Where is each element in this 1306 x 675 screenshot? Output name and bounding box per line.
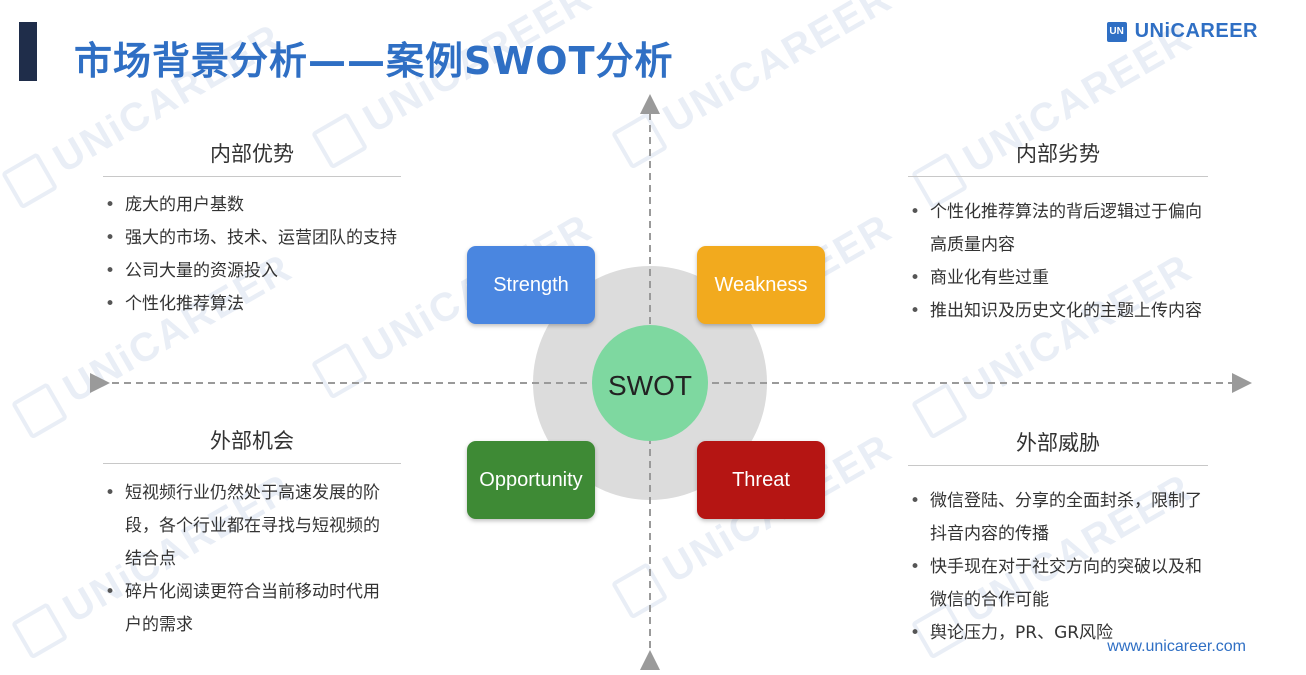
logo-mark-icon: UN	[1106, 21, 1127, 42]
bullet-item: 微信登陆、分享的全面封杀，限制了抖音内容的传播	[908, 485, 1208, 551]
strengths-divider	[103, 176, 401, 177]
strengths-heading: 内部优势	[210, 142, 294, 166]
weaknesses-divider	[908, 176, 1208, 177]
brand-logo: UN UNiCAREER	[1106, 20, 1258, 43]
bullet-item: 快手现在对于社交方向的突破以及和微信的合作可能	[908, 551, 1208, 617]
threat-label: Threat	[732, 468, 790, 491]
threat-box: Threat	[697, 441, 825, 519]
threats-list: 微信登陆、分享的全面封杀，限制了抖音内容的传播快手现在对于社交方向的突破以及和微…	[908, 485, 1208, 650]
weakness-box: Weakness	[697, 246, 825, 324]
opportunities-list: 短视频行业仍然处于高速发展的阶段，各个行业都在寻找与短视频的结合点碎片化阅读更符…	[103, 477, 388, 642]
swot-center-circle	[592, 325, 708, 441]
strengths-section: 内部优势 庞大的用户基数强大的市场、技术、运营团队的支持公司大量的资源投入个性化…	[103, 138, 401, 321]
strength-box: Strength	[467, 246, 595, 324]
weaknesses-list: 个性化推荐算法的背后逻辑过于偏向高质量内容商业化有些过重推出知识及历史文化的主题…	[908, 196, 1208, 328]
bullet-item: 公司大量的资源投入	[103, 255, 401, 288]
swot-center-label: SWOT	[608, 370, 692, 401]
bullet-item: 强大的市场、技术、运营团队的支持	[103, 222, 401, 255]
strengths-list: 庞大的用户基数强大的市场、技术、运营团队的支持公司大量的资源投入个性化推荐算法	[103, 189, 401, 321]
page-title: 市场背景分析——案例SWOT分析	[74, 39, 674, 83]
threats-divider	[908, 465, 1208, 466]
bullet-item: 短视频行业仍然处于高速发展的阶段，各个行业都在寻找与短视频的结合点	[103, 477, 388, 576]
threats-section: 外部威胁 微信登陆、分享的全面封杀，限制了抖音内容的传播快手现在对于社交方向的突…	[908, 427, 1208, 650]
opportunities-heading: 外部机会	[210, 429, 294, 453]
title-accent-bar	[19, 22, 37, 81]
threats-heading: 外部威胁	[1016, 431, 1100, 455]
bullet-item: 庞大的用户基数	[103, 189, 401, 222]
bullet-item: 个性化推荐算法的背后逻辑过于偏向高质量内容	[908, 196, 1208, 262]
weakness-label: Weakness	[714, 273, 808, 296]
footer-url[interactable]: www.unicareer.com	[1107, 638, 1246, 655]
opportunities-divider	[103, 463, 401, 464]
weaknesses-section: 内部劣势 个性化推荐算法的背后逻辑过于偏向高质量内容商业化有些过重推出知识及历史…	[908, 138, 1208, 328]
bullet-item: 推出知识及历史文化的主题上传内容	[908, 295, 1208, 328]
bullet-item: 舆论压力，PR、GR风险	[908, 617, 1208, 650]
bullet-item: 商业化有些过重	[908, 262, 1208, 295]
logo-text: UNiCAREER	[1134, 20, 1258, 42]
strength-label: Strength	[493, 273, 569, 296]
bullet-item: 碎片化阅读更符合当前移动时代用户的需求	[103, 576, 388, 642]
bullet-item: 个性化推荐算法	[103, 288, 401, 321]
opportunity-label: Opportunity	[479, 468, 583, 491]
weaknesses-heading: 内部劣势	[1016, 142, 1100, 166]
opportunities-section: 外部机会 短视频行业仍然处于高速发展的阶段，各个行业都在寻找与短视频的结合点碎片…	[103, 425, 401, 642]
opportunity-box: Opportunity	[467, 441, 595, 519]
